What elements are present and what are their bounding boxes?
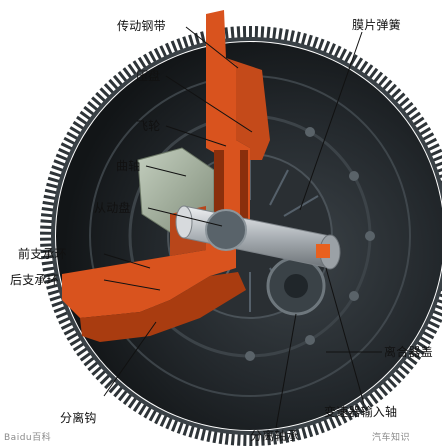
label-flywheel: 飞轮 [136, 119, 161, 133]
label-crankshaft: 曲轴 [116, 159, 141, 173]
watermark-site: 汽车知识 [372, 433, 411, 443]
label-clutch-cover: 离合器盖 [384, 345, 433, 359]
label-release-fork: 分离钩 [60, 411, 97, 425]
label-transmission-strap: 传动钢带 [117, 19, 166, 33]
label-gearbox-input-shaft: 变速器输入轴 [324, 405, 398, 419]
label-diaphragm-spring: 膜片弹簧 [352, 18, 401, 32]
label-front-pivot-ring: 前支承环 [18, 247, 67, 261]
driven-disc-hub [205, 209, 247, 251]
label-pressure-plate: 压盘 [136, 69, 161, 83]
cutaway-section [62, 10, 270, 342]
label-rear-pivot-ring: 后支承环 [10, 273, 59, 287]
cover-bolts [245, 111, 375, 361]
ring-gear [40, 26, 442, 446]
watermark-source: Baidu百科 [4, 433, 52, 443]
label-driven-disc: 从动盘 [94, 201, 131, 215]
label-release-bearing: 分离轴承 [250, 429, 299, 443]
leader-lines [103, 26, 382, 429]
